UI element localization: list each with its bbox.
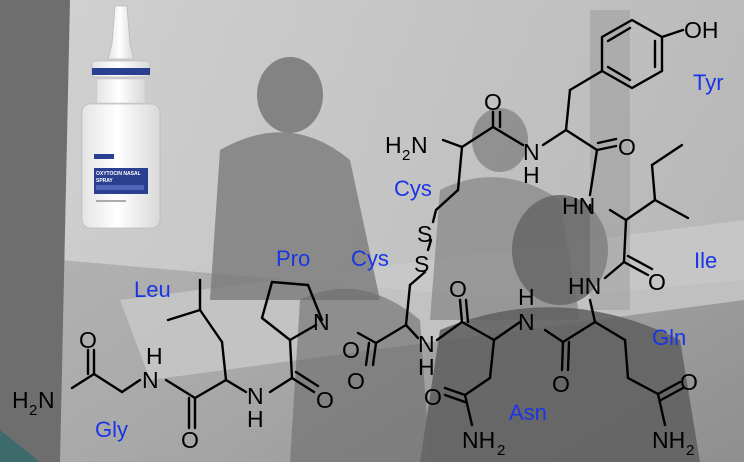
- atom-n-asn: N: [518, 309, 535, 335]
- atom-h2n-gly-sub: 2: [29, 402, 37, 419]
- atom-nh-top-n: N: [523, 139, 540, 165]
- atom-nh2-asn: NH: [462, 427, 495, 453]
- nasal-spray-bottle: OXYTOCIN NASAL SPRAY: [81, 5, 161, 229]
- atom-o-leu: O: [181, 427, 199, 453]
- atom-nh-top-h: H: [523, 162, 540, 188]
- atom-hn-ile: HN: [568, 273, 601, 299]
- atom-labels: OH H 2 N O N H O HN S S O HN O N O N H O…: [12, 17, 719, 459]
- atom-n-cys2: N: [418, 331, 435, 357]
- residue-tyr: Tyr: [693, 70, 724, 95]
- atom-nh2-asn-sub: 2: [497, 442, 505, 459]
- atom-h-leu: H: [247, 406, 264, 432]
- atom-h-gly: H: [146, 343, 163, 369]
- atom-o-cys2: O: [347, 368, 365, 394]
- atom-h-asn: H: [518, 284, 535, 310]
- residue-pro: Pro: [276, 246, 310, 271]
- atom-h2n-top-n: N: [411, 132, 428, 158]
- atom-o-gln: O: [680, 369, 698, 395]
- atom-h2n-top-sub: 2: [402, 147, 410, 164]
- residue-labels: Tyr Cys Ile Pro Cys Leu Gln Asn Gly: [95, 70, 724, 442]
- atom-nh2-gln-sub: 2: [686, 442, 694, 459]
- atom-h-cys2: H: [418, 354, 435, 380]
- atom-n-gly: N: [142, 367, 159, 393]
- residue-gln: Gln: [652, 325, 686, 350]
- atom-o-top: O: [484, 89, 502, 115]
- atom-o-pro: O: [342, 337, 360, 363]
- atom-hn-right: HN: [562, 193, 595, 219]
- atom-nh2-gln: NH: [652, 427, 685, 453]
- atom-o-mid: O: [449, 276, 467, 302]
- atom-h2n-top-h: H: [385, 132, 402, 158]
- bond-lines: [70, 18, 690, 430]
- atom-o-ile: O: [648, 269, 666, 295]
- atom-o-right: O: [618, 134, 636, 160]
- atom-n-leu: N: [247, 383, 264, 409]
- atom-s2: S: [414, 251, 429, 277]
- atom-s1: S: [417, 221, 432, 247]
- atom-n-pro: N: [313, 309, 330, 335]
- residue-ile: Ile: [694, 248, 717, 273]
- atom-o-asn-bb: O: [552, 371, 570, 397]
- product-label-line1: OXYTOCIN NASAL: [96, 171, 141, 177]
- atom-o-gly: O: [79, 327, 97, 353]
- residue-cys2: Cys: [351, 246, 389, 271]
- residue-gly: Gly: [95, 417, 128, 442]
- residue-asn: Asn: [509, 400, 547, 425]
- residue-leu: Leu: [134, 277, 171, 302]
- atom-h2n-gly-h: H: [12, 387, 29, 413]
- atom-o-pro2: O: [316, 387, 334, 413]
- atom-oh: OH: [684, 17, 719, 43]
- residue-cys1: Cys: [394, 176, 432, 201]
- atom-h2n-gly-n: N: [38, 387, 55, 413]
- atom-o-asn-side: O: [424, 384, 442, 410]
- product-label-line2: SPRAY: [96, 178, 113, 184]
- brand-logo: [94, 154, 114, 159]
